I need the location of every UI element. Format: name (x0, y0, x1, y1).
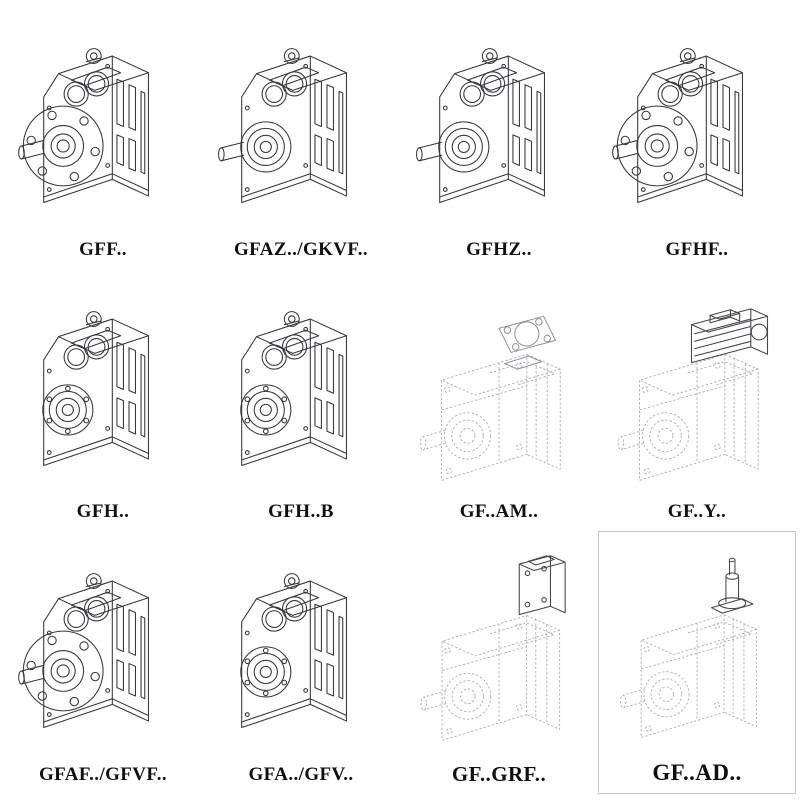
model-cell-gf-am: GF..AM.. (400, 269, 598, 532)
gearbox-line-drawing (8, 269, 198, 501)
model-label: GFF.. (79, 238, 127, 260)
gearbox-drawing-symbol (19, 49, 149, 203)
model-cell-gfhz: GFHZ.. (400, 6, 598, 269)
gearbox-drawing-symbol (19, 574, 149, 728)
model-cell-gf-grf: GF..GRF.. (400, 531, 598, 794)
model-label: GF..GRF.. (451, 761, 547, 786)
model-label: GFHZ.. (466, 238, 532, 260)
gearbox-line-drawing (8, 531, 198, 763)
gearbox-drawing-symbol (618, 309, 767, 481)
model-label: GFAF../GFVF.. (38, 764, 167, 786)
gearbox-drawing-symbol (421, 556, 565, 741)
model-cell-gfh-b: GFH..B (202, 269, 400, 532)
model-cell-gf-ad: GF..AD.. (598, 531, 796, 794)
model-label: GFH.. (76, 501, 130, 523)
gearbox-drawing-symbol (416, 49, 544, 203)
gearbox-line-drawing (404, 269, 594, 501)
model-label: GFH..B (268, 501, 334, 523)
gearbox-drawing-symbol (218, 49, 346, 203)
gearbox-line-drawing (602, 6, 792, 238)
gearbox-line-drawing (206, 269, 396, 501)
gearbox-drawing-symbol (241, 311, 347, 465)
model-label: GFA../GFV.. (248, 764, 354, 786)
model-cell-gf-y: GF..Y.. (598, 269, 796, 532)
model-label: GF..AD.. (652, 759, 742, 785)
gearbox-line-drawing (404, 531, 594, 761)
model-label: GF..Y.. (667, 501, 727, 523)
gearbox-line-drawing (206, 6, 396, 238)
gearbox-line-drawing (603, 532, 791, 757)
model-label: GFAZ../GKVF.. (234, 238, 368, 260)
gearbox-line-drawing (602, 269, 792, 501)
gearbox-drawing-symbol (420, 316, 560, 480)
model-cell-gfh: GFH.. (4, 269, 202, 532)
model-cell-gfa-gfv: GFA../GFV.. (202, 531, 400, 794)
model-label: GFHF.. (665, 238, 729, 260)
model-cell-gfaz-gkvf: GFAZ../GKVF.. (202, 6, 400, 269)
model-cell-gff: GFF.. (4, 6, 202, 269)
gearbox-drawing-symbol (613, 49, 743, 203)
gearbox-line-drawing (404, 6, 594, 238)
gearbox-drawing-symbol (241, 574, 347, 728)
model-cell-gfhf: GFHF.. (598, 6, 796, 269)
gearbox-line-drawing (206, 531, 396, 763)
gearbox-drawing-symbol (43, 311, 149, 465)
gearbox-line-drawing (8, 6, 198, 238)
model-cell-gfaf-gfvf: GFAF../GFVF.. (4, 531, 202, 794)
gearbox-drawing-symbol (620, 559, 756, 738)
model-label: GF..AM.. (459, 501, 539, 523)
